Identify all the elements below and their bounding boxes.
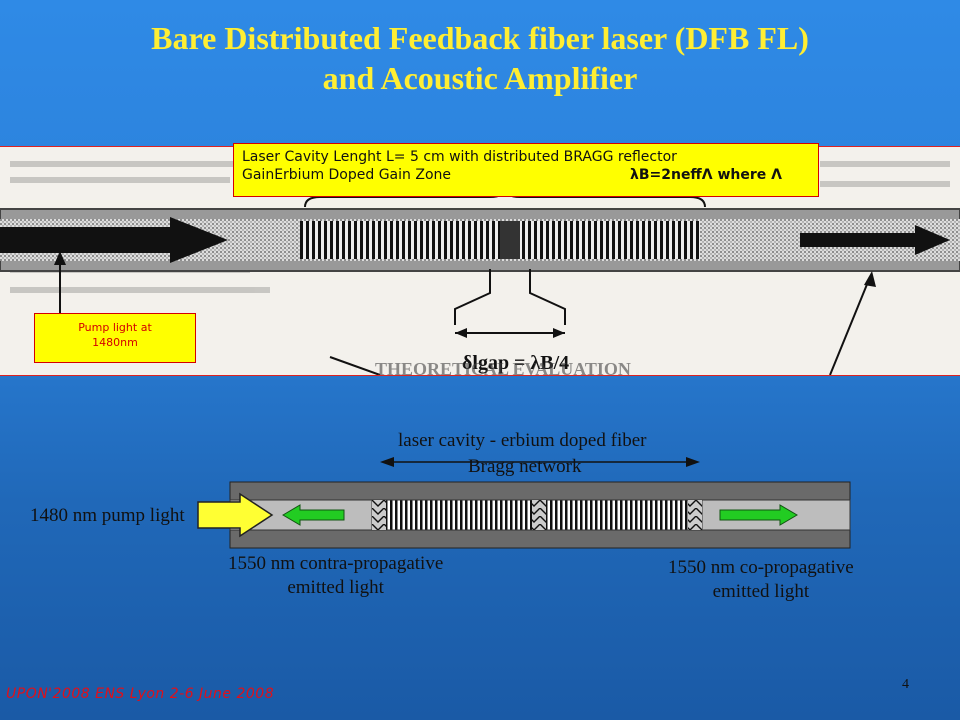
pump-arrow-scan [0, 217, 228, 263]
pump-callout: Pump light at 1480nm [34, 313, 196, 363]
co-label-line-1: 1550 nm co-propagative [668, 557, 854, 578]
title-line-2: and Acoustic Amplifier [322, 60, 638, 96]
co-propagative-arrow [719, 504, 798, 526]
slide-title: Bare Distributed Feedback fiber laser (D… [0, 18, 960, 98]
cavity-callout-line-2: GainErbium Doped Gain Zone [242, 167, 451, 183]
contra-label-line-1: 1550 nm contra-propagative [228, 553, 444, 574]
background-scan-text: THEORETICAL EVALUATION [375, 359, 631, 375]
contra-propagative-arrow [282, 504, 345, 526]
page-number: 4 [902, 677, 909, 692]
cavity-callout-line-1: Laser Cavity Lenght L= 5 cm with distrib… [242, 149, 677, 165]
co-label-line-2: emitted light [712, 581, 810, 602]
bragg-formula: λB=2neffΛ where Λ [629, 167, 782, 183]
contra-label-line-2: emitted light [287, 577, 384, 598]
cavity-callout: Laser Cavity Lenght L= 5 cm with distrib… [233, 143, 819, 197]
period-label: δlgap = λB/4 [462, 352, 569, 374]
output-arrow-scan [800, 225, 950, 255]
bragg-grating-right [520, 221, 700, 259]
pump-light-label: 1480 nm pump light [30, 505, 185, 526]
pump-callout-line-1: Pump light at [78, 321, 152, 334]
pump-callout-line-2: 1480nm [92, 336, 138, 349]
bragg-grating-left [300, 221, 500, 259]
title-line-1: Bare Distributed Feedback fiber laser (D… [151, 20, 809, 56]
pump-arrow [197, 492, 274, 538]
fiber-schematic [197, 457, 851, 549]
footer-conference: UPON'2008 ENS Lyon 2-6 June 2008 [6, 686, 275, 702]
contra-label: 1550 nm contra-propagative emitted light [228, 552, 443, 600]
cavity-label: laser cavity - erbium doped fiber [398, 430, 647, 451]
co-label: 1550 nm co-propagative emitted light [668, 556, 854, 604]
bragg-label: Bragg network [468, 456, 582, 477]
fiber-grating-drawing: δlgap = λB/4 THEORETICAL EVALUATION [0, 161, 960, 375]
